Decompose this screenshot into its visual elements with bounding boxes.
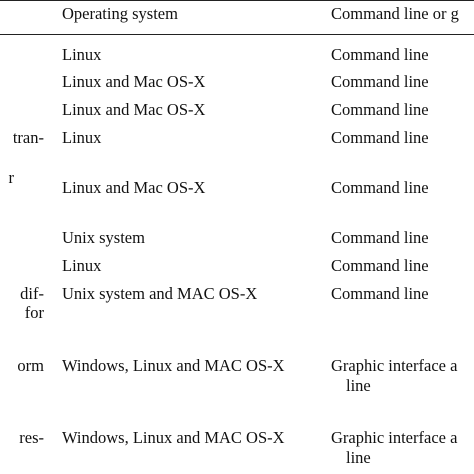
table-row-3-interface: Command line	[331, 128, 429, 147]
table-row-3-os: Linux	[62, 128, 102, 147]
table-row-5-os: Unix system	[62, 228, 145, 247]
table-row-3-tool-fragment: tran-	[12, 128, 44, 147]
table-row-4-interface: Command line	[331, 178, 429, 197]
table-row-3-tool-fragment-2: r	[8, 168, 15, 187]
table-row-2-os: Linux and Mac OS-X	[62, 100, 206, 119]
table-row-7-tool-fragment-2: for	[24, 303, 44, 322]
table-row-8-interface: Graphic interface a	[331, 356, 458, 375]
table-row-8-tool-fragment: orm	[17, 356, 44, 375]
table-row-7-tool-fragment: dif-	[20, 284, 44, 303]
table-row-7-interface: Command line	[331, 284, 429, 303]
header-bottom-rule	[0, 34, 474, 35]
table-top-rule	[0, 0, 474, 1]
table-row-0-os: Linux	[62, 45, 102, 64]
table-row-6-os: Linux	[62, 256, 102, 275]
table-row-1-os: Linux and Mac OS-X	[62, 72, 206, 91]
table-row-8-os: Windows, Linux and MAC OS-X	[62, 356, 285, 375]
table-row-9-os: Windows, Linux and MAC OS-X	[62, 428, 285, 447]
table-row-2-interface: Command line	[331, 100, 429, 119]
header-command-line: Command line or g	[331, 4, 459, 23]
header-operating-system: Operating system	[62, 4, 178, 23]
table-row-9-interface-line2: line	[346, 448, 371, 467]
table-row-9-interface: Graphic interface a	[331, 428, 458, 447]
table-row-7-os: Unix system and MAC OS-X	[62, 284, 258, 303]
table-row-6-interface: Command line	[331, 256, 429, 275]
table-row-1-interface: Command line	[331, 72, 429, 91]
table-row-9-tool-fragment: res-	[19, 428, 44, 447]
table-row-5-interface: Command line	[331, 228, 429, 247]
table-row-8-interface-line2: line	[346, 376, 371, 395]
table-row-0-interface: Command line	[331, 45, 429, 64]
table-row-4-os: Linux and Mac OS-X	[62, 178, 206, 197]
